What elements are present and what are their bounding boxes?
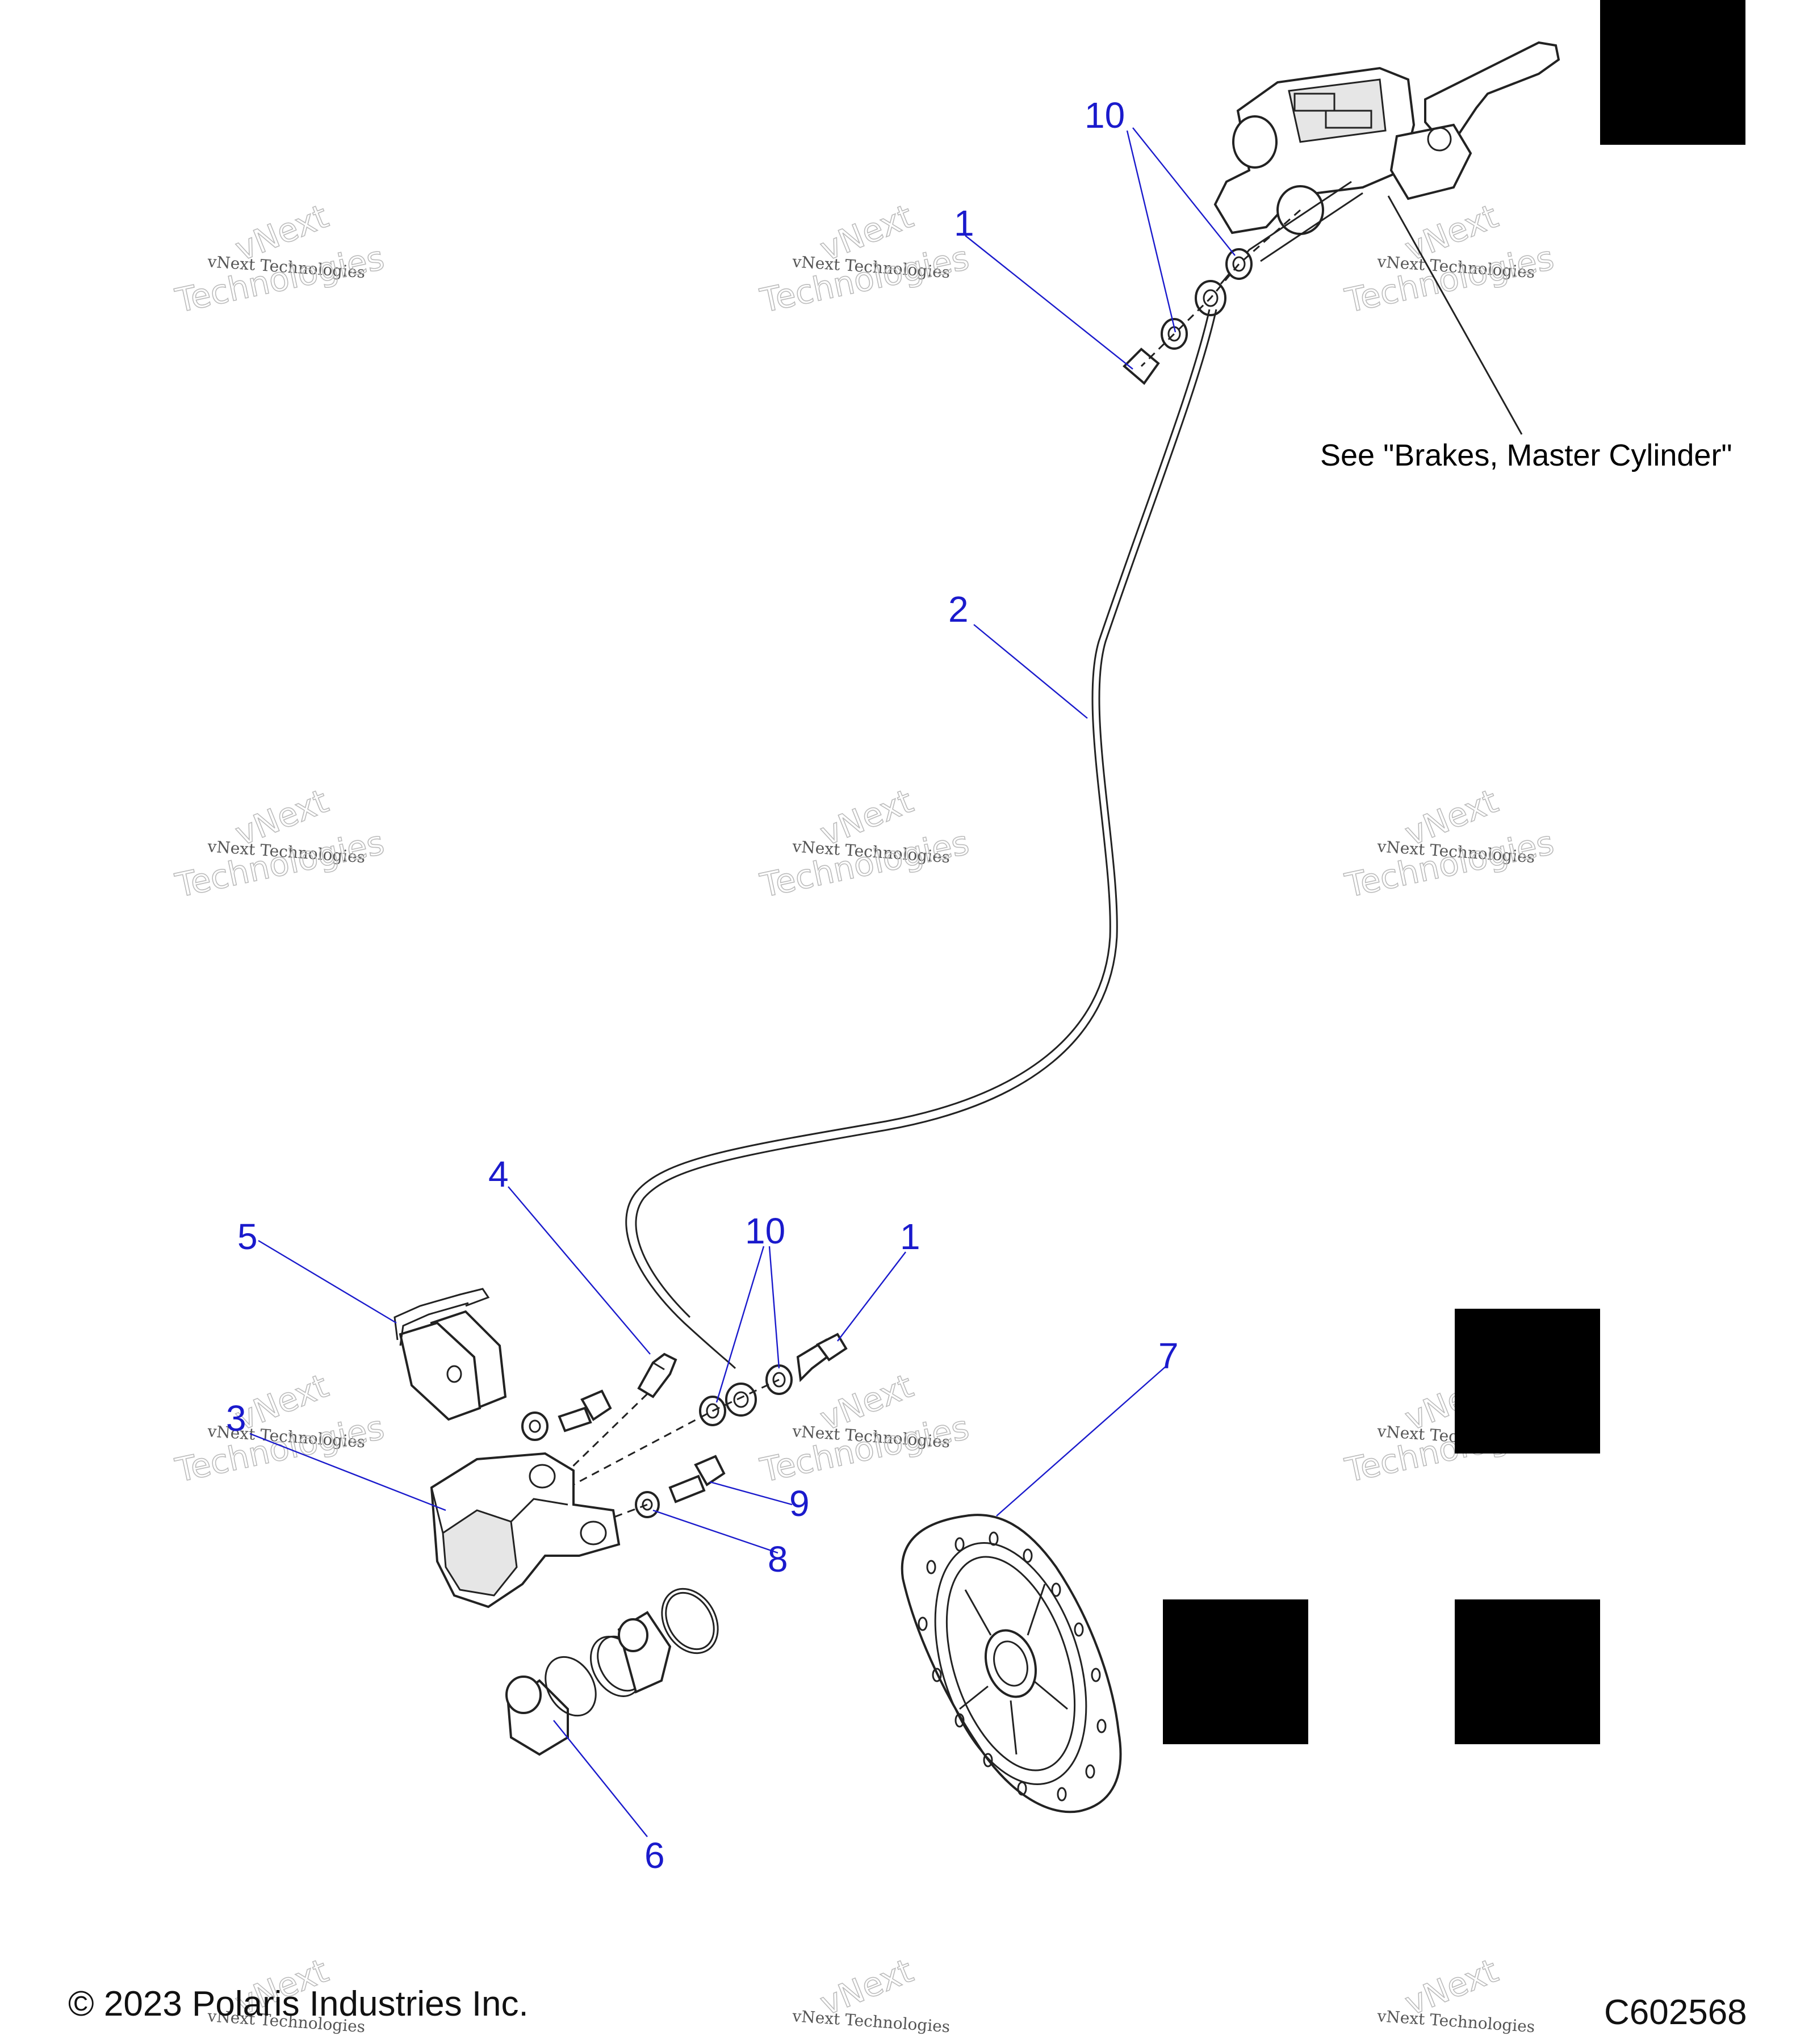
svg-text:vNext Technologies: vNext Technologies — [1376, 2007, 1536, 2036]
watermark: vNext vNext Technologies Technologies — [1341, 196, 1558, 321]
callout-10: 10 — [1085, 95, 1125, 136]
callout-9: 9 — [789, 1483, 810, 1524]
top-banjo-fittings — [1123, 209, 1301, 385]
watermark: vNext vNext Technologies — [792, 1951, 951, 2037]
watermark: vNext vNext Technologies Technologies — [756, 196, 973, 321]
callout-2: 2 — [948, 589, 969, 630]
callout-7: 7 — [1158, 1335, 1179, 1376]
redaction-box — [1455, 1599, 1600, 1744]
callout-numbers: 1 10 2 4 5 10 1 3 7 9 8 6 — [226, 95, 1179, 1876]
brake-caliper — [430, 1452, 621, 1609]
bottom-banjo-fittings — [567, 1333, 848, 1489]
sealing-washer — [1161, 318, 1188, 350]
piston-and-seals — [505, 1588, 719, 1756]
master-cylinder-assembly — [1213, 41, 1560, 284]
reference-note: See "Brakes, Master Cylinder" — [1320, 438, 1732, 472]
callout-8: 8 — [768, 1539, 788, 1580]
brake-line-hose — [625, 309, 1211, 1369]
watermarks: vNext vNext Technologies Technologies vN… — [171, 196, 1558, 2037]
sealing-washer — [1225, 248, 1253, 280]
caliper-mount-bolt-upper — [521, 1389, 612, 1441]
bleeder-valve — [544, 1352, 677, 1494]
svg-text:vNext Technologies: vNext Technologies — [792, 2007, 951, 2036]
watermark: vNext vNext Technologies Technologies — [171, 781, 388, 906]
redaction-box — [1600, 0, 1745, 145]
redaction-box — [1455, 1309, 1600, 1454]
caliper-mount-bolt-lower — [601, 1455, 726, 1523]
leader-lines — [249, 127, 1523, 1837]
callout-6: 6 — [644, 1835, 665, 1876]
callout-5: 5 — [237, 1216, 258, 1257]
copyright-notice: © 2023 Polaris Industries Inc. — [68, 1984, 529, 2024]
callout-1: 1 — [954, 203, 974, 244]
watermark: vNext vNext Technologies Technologies — [756, 781, 973, 906]
watermark: vNext vNext Technologies — [1376, 1951, 1536, 2037]
redaction-box — [1163, 1599, 1308, 1744]
callout-3: 3 — [226, 1398, 246, 1439]
bolt — [668, 1475, 706, 1503]
watermark: vNext vNext Technologies Technologies — [171, 196, 388, 321]
watermark: vNext vNext Technologies Technologies — [171, 1366, 388, 1490]
callout-4: 4 — [488, 1154, 509, 1195]
brake-pads — [393, 1288, 507, 1421]
watermark: vNext vNext Technologies Technologies — [1341, 781, 1558, 906]
callout-10: 10 — [745, 1211, 785, 1251]
brake-disc-rotor — [901, 1514, 1122, 1813]
banjo-fitting — [725, 1383, 757, 1417]
diagram-code: C602568 — [1604, 1993, 1747, 2032]
callout-1: 1 — [900, 1216, 920, 1257]
